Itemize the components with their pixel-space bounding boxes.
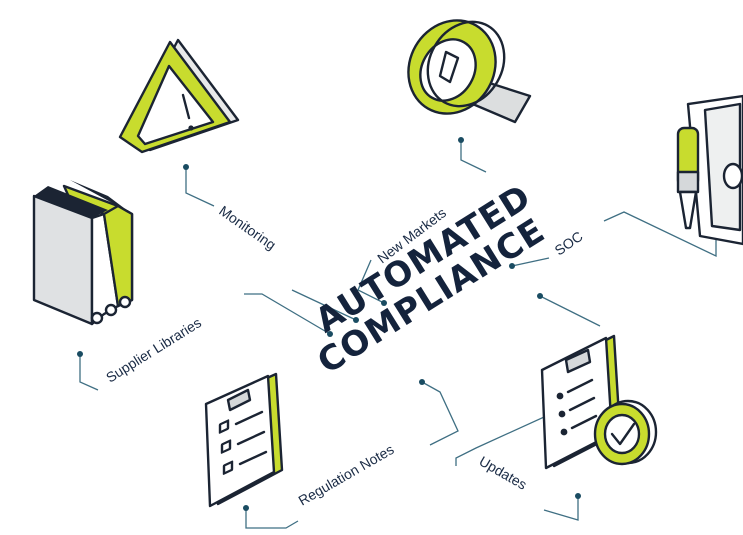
label-monitoring: Monitoring — [216, 202, 279, 253]
approved-clipboard-icon — [540, 334, 658, 470]
label-supplier-libraries: Supplier Libraries — [103, 314, 204, 385]
label-soc: SOC — [552, 228, 586, 259]
certificate-pen-icon — [676, 94, 743, 246]
magnifier-icon — [407, 19, 532, 124]
label-updates: Updates — [477, 453, 530, 493]
diagram-title: AUTOMATED COMPLIANCE — [309, 177, 553, 382]
connectors — [77, 137, 719, 529]
warning-icon — [118, 38, 240, 154]
binders-icon — [32, 180, 134, 326]
label-regulation-notes: Regulation Notes — [296, 441, 397, 509]
checklist-icon — [204, 372, 284, 508]
